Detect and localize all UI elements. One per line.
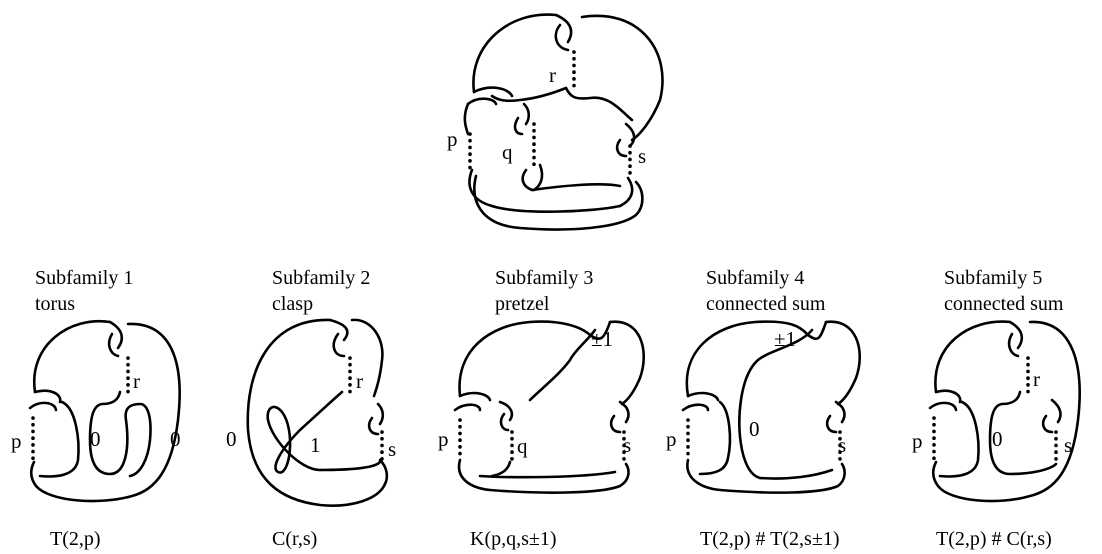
main-knot-strands (463, 13, 664, 231)
subfamily-caption: T(2,p) # C(r,s) (936, 528, 1052, 550)
subfamily-3-panel: Subfamily 3 pretzel ±1 p q s K(p,q,s±1) (438, 267, 645, 550)
main-label-r: r (549, 63, 556, 87)
label-s: s (1064, 433, 1072, 457)
subfamily-title: Subfamily 4 (706, 267, 804, 289)
label-p: p (912, 429, 923, 453)
subfamily-1-strands (28, 319, 181, 503)
main-label-s: s (638, 144, 646, 168)
label-q: q (517, 434, 528, 458)
subfamily-caption: T(2,p) (50, 528, 101, 550)
main-label-p: p (447, 127, 458, 151)
main-label-q: q (502, 140, 513, 164)
main-knot-diagram: r p q s (447, 13, 664, 231)
subfamily-subtitle: connected sum (706, 293, 826, 315)
subfamily-4-strands (681, 320, 861, 494)
subfamily-3-dots (458, 418, 626, 464)
subfamily-1-panel: Subfamily 1 torus r p 0 0 T(2,p) (11, 267, 181, 550)
label-inner: 1 (310, 433, 321, 457)
main-twist-dots (468, 50, 632, 178)
subfamily-title: Subfamily 2 (272, 267, 370, 289)
subfamily-subtitle: connected sum (944, 293, 1064, 315)
subfamily-1-dots (31, 356, 130, 462)
label-r: r (356, 369, 363, 393)
label-p: p (11, 429, 22, 453)
label-r: r (133, 369, 140, 393)
subfamily-title: Subfamily 5 (944, 267, 1042, 289)
subfamily-subtitle: clasp (272, 293, 313, 315)
subfamily-4-panel: Subfamily 4 connected sum ±1 p 0 s T(2,p… (666, 267, 861, 550)
subfamily-5-panel: Subfamily 5 connected sum r p 0 s T(2,p)… (912, 267, 1081, 550)
label-s: s (623, 433, 631, 457)
label-top: ±1 (774, 327, 796, 351)
subfamily-5-strands (928, 320, 1081, 503)
subfamily-4-dots (686, 418, 842, 464)
subfamily-2-dots (348, 356, 384, 462)
subfamily-2-strands (246, 318, 389, 507)
label-inner: 0 (992, 427, 1003, 451)
label-inner: 0 (90, 427, 101, 451)
label-outer: 0 (170, 427, 181, 451)
subfamily-caption: T(2,p) # T(2,s±1) (700, 528, 839, 550)
subfamily-caption: C(r,s) (272, 528, 317, 550)
subfamily-3-strands (453, 320, 645, 494)
label-p: p (666, 427, 677, 451)
subfamily-2-panel: Subfamily 2 clasp r s 0 1 C(r,s) (226, 267, 396, 550)
label-p: p (438, 427, 449, 451)
label-outer: 0 (226, 427, 237, 451)
label-inner: 0 (749, 417, 760, 441)
label-r: r (1033, 367, 1040, 391)
label-top: ±1 (591, 327, 613, 351)
label-s: s (838, 433, 846, 457)
subfamily-5-dots (932, 356, 1058, 464)
subfamily-caption: K(p,q,s±1) (470, 528, 557, 550)
subfamily-subtitle: pretzel (495, 293, 550, 315)
subfamily-title: Subfamily 1 (35, 267, 133, 289)
label-s: s (388, 437, 396, 461)
subfamily-subtitle: torus (35, 293, 75, 315)
subfamily-title: Subfamily 3 (495, 267, 593, 289)
